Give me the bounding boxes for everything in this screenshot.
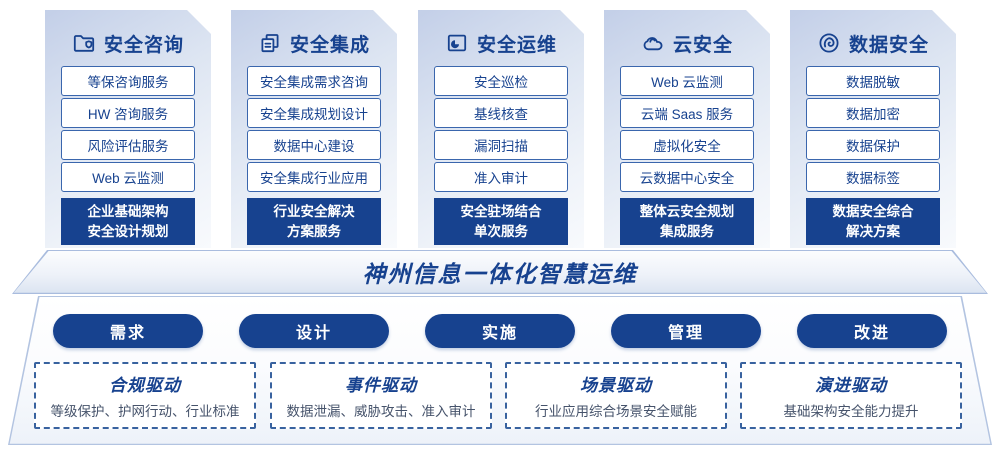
service-item: 云数据中心安全 [620, 162, 754, 192]
service-item: 数据脱敏 [806, 66, 940, 96]
card-header: 数据安全 [790, 29, 956, 57]
card-footer: 企业基础架构 安全设计规划 [61, 198, 195, 245]
folder-shield-icon [72, 31, 96, 55]
card-title: 安全咨询 [103, 34, 184, 56]
banner-surface: 神州信息一体化智慧运维 [13, 251, 987, 293]
service-item: HW 咨询服务 [61, 98, 195, 128]
driver-desc: 数据泄漏、威胁攻击、准入审计 [286, 404, 476, 419]
card-title: 云安全 [672, 34, 733, 56]
card-footer: 数据安全综合 解决方案 [806, 198, 940, 245]
card-data-security: 数据安全 数据脱敏 数据加密 数据保护 数据标签 数据安全综合 解决方案 [790, 10, 956, 248]
card-security-integration: 安全集成 安全集成需求咨询 安全集成规划设计 数据中心建设 安全集成行业应用 行… [231, 10, 397, 248]
service-item: Web 云监测 [620, 66, 754, 96]
card-security-consulting: 安全咨询 等保咨询服务 HW 咨询服务 风险评估服务 Web 云监测 企业基础架… [45, 10, 211, 248]
service-item: 安全集成规划设计 [247, 98, 381, 128]
driver-box-evolution: 演进驱动 基础架构安全能力提升 [740, 362, 962, 429]
service-item: 基线核查 [434, 98, 568, 128]
card-header: 安全咨询 [45, 29, 211, 57]
card-footer: 整体云安全规划 集成服务 [620, 198, 754, 245]
service-item: 漏洞扫描 [434, 130, 568, 160]
service-item: Web 云监测 [61, 162, 195, 192]
process-pill-improvement: 改进 [797, 314, 947, 348]
driver-desc: 行业应用综合场景安全赋能 [535, 404, 697, 419]
driver-desc: 等级保护、护网行动、行业标准 [50, 404, 240, 419]
documents-icon [258, 31, 282, 55]
driver-title: 事件驱动 [345, 376, 417, 395]
cloud-icon [641, 31, 665, 55]
service-item: 数据保护 [806, 130, 940, 160]
service-item: 等保咨询服务 [61, 66, 195, 96]
process-pill-management: 管理 [611, 314, 761, 348]
card-security-operations: 安全运维 安全巡检 基线核查 漏洞扫描 准入审计 安全驻场结合 单次服务 [418, 10, 584, 248]
card-title: 安全集成 [289, 34, 370, 56]
card-header: 云安全 [604, 29, 770, 57]
service-item: 云端 Saas 服务 [620, 98, 754, 128]
driver-title: 合规驱动 [109, 376, 181, 395]
service-item: 数据标签 [806, 162, 940, 192]
card-header: 安全集成 [231, 29, 397, 57]
service-item: 安全集成行业应用 [247, 162, 381, 192]
service-item: 数据中心建设 [247, 130, 381, 160]
folder-pie-icon [445, 31, 469, 55]
banner-title: 神州信息一体化智慧运维 [362, 261, 638, 287]
service-item: 虚拟化安全 [620, 130, 754, 160]
card-title: 安全运维 [476, 34, 557, 56]
driver-title: 演进驱动 [815, 376, 887, 395]
driver-desc: 基础架构安全能力提升 [783, 404, 919, 419]
card-header: 安全运维 [418, 29, 584, 57]
service-item: 数据加密 [806, 98, 940, 128]
service-item: 准入审计 [434, 162, 568, 192]
service-item: 风险评估服务 [61, 130, 195, 160]
card-footer: 行业安全解决 方案服务 [247, 198, 381, 245]
driver-box-incident: 事件驱动 数据泄漏、威胁攻击、准入审计 [270, 362, 492, 429]
process-pill-requirement: 需求 [53, 314, 203, 348]
driver-title: 场景驱动 [580, 376, 652, 395]
process-pill-design: 设计 [239, 314, 389, 348]
card-cloud-security: 云安全 Web 云监测 云端 Saas 服务 虚拟化安全 云数据中心安全 整体云… [604, 10, 770, 248]
service-item: 安全巡检 [434, 66, 568, 96]
process-pill-implementation: 实施 [425, 314, 575, 348]
driver-box-scenario: 场景驱动 行业应用综合场景安全赋能 [505, 362, 727, 429]
banner-trapezoid: 神州信息一体化智慧运维 [12, 250, 988, 294]
card-footer: 安全驻场结合 单次服务 [434, 198, 568, 245]
service-item: 安全集成需求咨询 [247, 66, 381, 96]
driver-box-compliance: 合规驱动 等级保护、护网行动、行业标准 [34, 362, 256, 429]
card-title: 数据安全 [848, 34, 929, 56]
fingerprint-icon [817, 31, 841, 55]
